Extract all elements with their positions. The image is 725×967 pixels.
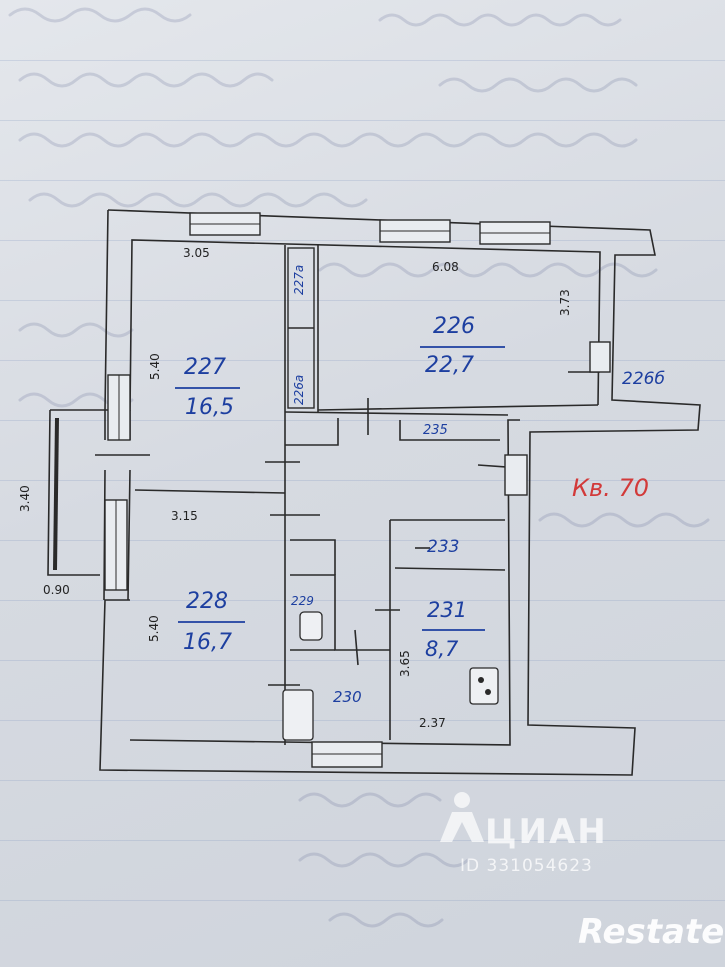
bathtub [282,689,314,741]
cian-watermark-text: ЦИАН [485,812,608,852]
room-228-area: 16,7 [183,630,232,655]
room-235-label: 235 [423,423,448,438]
ruled-line [0,300,725,301]
window [504,454,528,496]
cian-watermark-id: ID 331054623 [460,856,593,876]
room-226-number: 226 [433,314,475,339]
dim-6-08: 6.08 [432,260,459,274]
ruled-line [0,360,725,361]
room-228-number: 228 [186,589,228,614]
ruled-line [0,240,725,241]
outer-wall-inner [104,209,601,411]
ruled-line [0,120,725,121]
ruled-line [0,540,725,541]
room-229-label: 229 [291,594,314,608]
ruled-line [0,420,725,421]
ruled-line [0,180,725,181]
ruled-line [0,840,725,841]
room-226-area: 22,7 [425,353,474,378]
ruled-line [0,60,725,61]
ruled-line [0,900,725,901]
room-227-area: 16,5 [185,395,234,420]
stove [469,667,499,705]
dim-3-15: 3.15 [171,509,198,523]
ruled-line [0,660,725,661]
ruled-line [0,480,725,481]
dim-0-90: 0.90 [43,583,70,597]
toilet [299,611,323,641]
apartment-number-label: Кв. 70 [572,474,649,502]
ruled-line [0,600,725,601]
room-231-area: 8,7 [425,637,459,661]
dim-3-05: 3.05 [183,246,210,260]
dim-2-37: 2.37 [419,716,446,730]
balcony-outline [47,409,105,576]
restate-watermark: Restate [578,912,725,952]
ruled-line [0,780,725,781]
room-231-number: 231 [427,598,468,622]
ruled-line [0,720,725,721]
window [589,341,611,373]
room-226b-label: 226б [622,369,665,389]
outer-wall-outline [99,209,701,776]
room-233-label: 233 [427,537,460,557]
room-230-label: 230 [333,688,362,706]
room-227-number: 227 [184,355,226,380]
